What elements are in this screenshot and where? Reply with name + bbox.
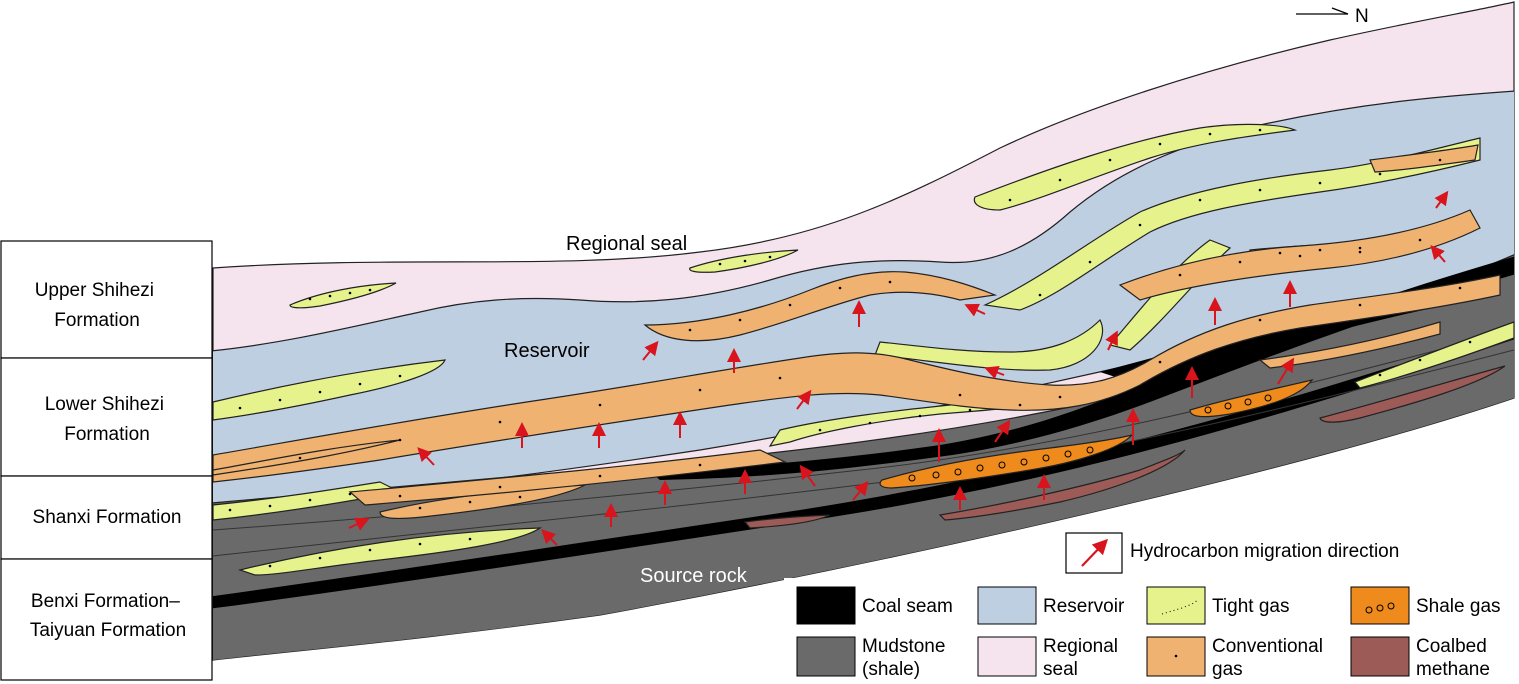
migration-arrow	[994, 419, 1011, 443]
legend-seal: Regional seal	[977, 636, 1123, 680]
formation-shanxi: Shanxi Formation	[33, 507, 182, 528]
gas-dot-texture	[228, 128, 1472, 568]
migration-arrow	[642, 340, 659, 361]
legend-migration: Hydrocarbon migration direction	[1065, 532, 1399, 574]
formation-column: Upper Shihezi Formation Lower Shihezi Fo…	[0, 240, 213, 681]
legend-conventional-line1: Conventional	[1212, 636, 1323, 657]
legend-cbm-label: Coalbed methane	[1416, 636, 1492, 680]
formation-upper-shihezi: Upper Shihezi Formation	[35, 280, 160, 331]
migration-arrow	[541, 529, 558, 546]
north-arrow: N	[1296, 6, 1369, 27]
coal-seam-lower	[213, 322, 1514, 610]
coalbed-methane-bodies	[743, 365, 1506, 529]
migration-arrow	[348, 517, 370, 531]
legend-shale-gas: Shale gas	[1350, 586, 1501, 625]
legend-coalbed-methane: Coalbed methane	[1350, 636, 1492, 680]
shale-gas-bodies	[879, 379, 1314, 489]
formation-lower-shihezi-line2: Formation	[64, 424, 150, 445]
formation-benxi-taiyuan-line1: Benxi Formation–	[31, 591, 180, 612]
migration-arrows	[348, 190, 1449, 546]
reservoir-label: Reservoir	[504, 340, 590, 362]
migration-arrow	[1434, 190, 1449, 209]
north-label: N	[1355, 6, 1369, 27]
migration-arrow	[852, 480, 869, 501]
migration-arrow	[984, 365, 1005, 380]
formation-lower-shihezi-line1: Lower Shihezi	[45, 394, 164, 415]
legend-cbm-line1: Coalbed	[1416, 636, 1487, 657]
legend-seal-line1: Regional	[1043, 636, 1118, 657]
legend-coal: Coal seam	[796, 586, 953, 625]
legend-tight-label: Tight gas	[1212, 596, 1289, 617]
formation-upper-shihezi-line1: Upper Shihezi	[35, 280, 154, 301]
legend-shale-label: Shale gas	[1416, 596, 1501, 617]
legend-seal-label: Regional seal	[1043, 636, 1123, 680]
formation-upper-shihezi-line2: Formation	[54, 310, 140, 331]
migration-arrow	[1105, 330, 1118, 351]
legend-mudstone-line1: Mudstone	[862, 636, 945, 657]
legend-conventional-label: Conventional gas	[1212, 636, 1328, 680]
legend-mudstone: Mudstone (shale)	[796, 636, 951, 680]
legend-tight-gas: Tight gas	[1146, 586, 1289, 625]
legend-migration-label: Hydrocarbon migration direction	[1130, 541, 1399, 562]
formation-lower-shihezi: Lower Shihezi Formation	[45, 394, 170, 445]
source-rock-label: Source rock	[640, 565, 748, 587]
legend-mudstone-line2: (shale)	[862, 659, 920, 680]
migration-arrow	[417, 447, 435, 466]
cross-section-body	[212, 1, 1515, 661]
formation-shanxi-line1: Shanxi Formation	[33, 507, 182, 528]
legend: Hydrocarbon migration direction Coal sea…	[784, 530, 1518, 684]
legend-conventional-line2: gas	[1212, 659, 1243, 680]
legend-mudstone-label: Mudstone (shale)	[862, 636, 951, 680]
formation-benxi-taiyuan-line2: Taiyuan Formation	[30, 620, 186, 641]
legend-conventional-gas: Conventional gas	[1146, 636, 1328, 680]
migration-arrow	[964, 303, 986, 317]
legend-cbm-line2: methane	[1416, 659, 1490, 680]
legend-coal-label: Coal seam	[862, 596, 953, 617]
regional-seal-label: Regional seal	[566, 233, 687, 255]
north-arrow-head	[1331, 7, 1349, 15]
migration-arrow	[1430, 244, 1446, 263]
legend-reservoir-label: Reservoir	[1043, 596, 1125, 617]
migration-arrow	[1277, 357, 1295, 385]
legend-seal-line2: seal	[1043, 659, 1078, 680]
legend-reservoir: Reservoir	[977, 586, 1125, 625]
migration-arrow	[796, 389, 812, 410]
formation-benxi-taiyuan: Benxi Formation– Taiyuan Formation	[30, 591, 186, 641]
migration-arrow	[799, 464, 816, 487]
